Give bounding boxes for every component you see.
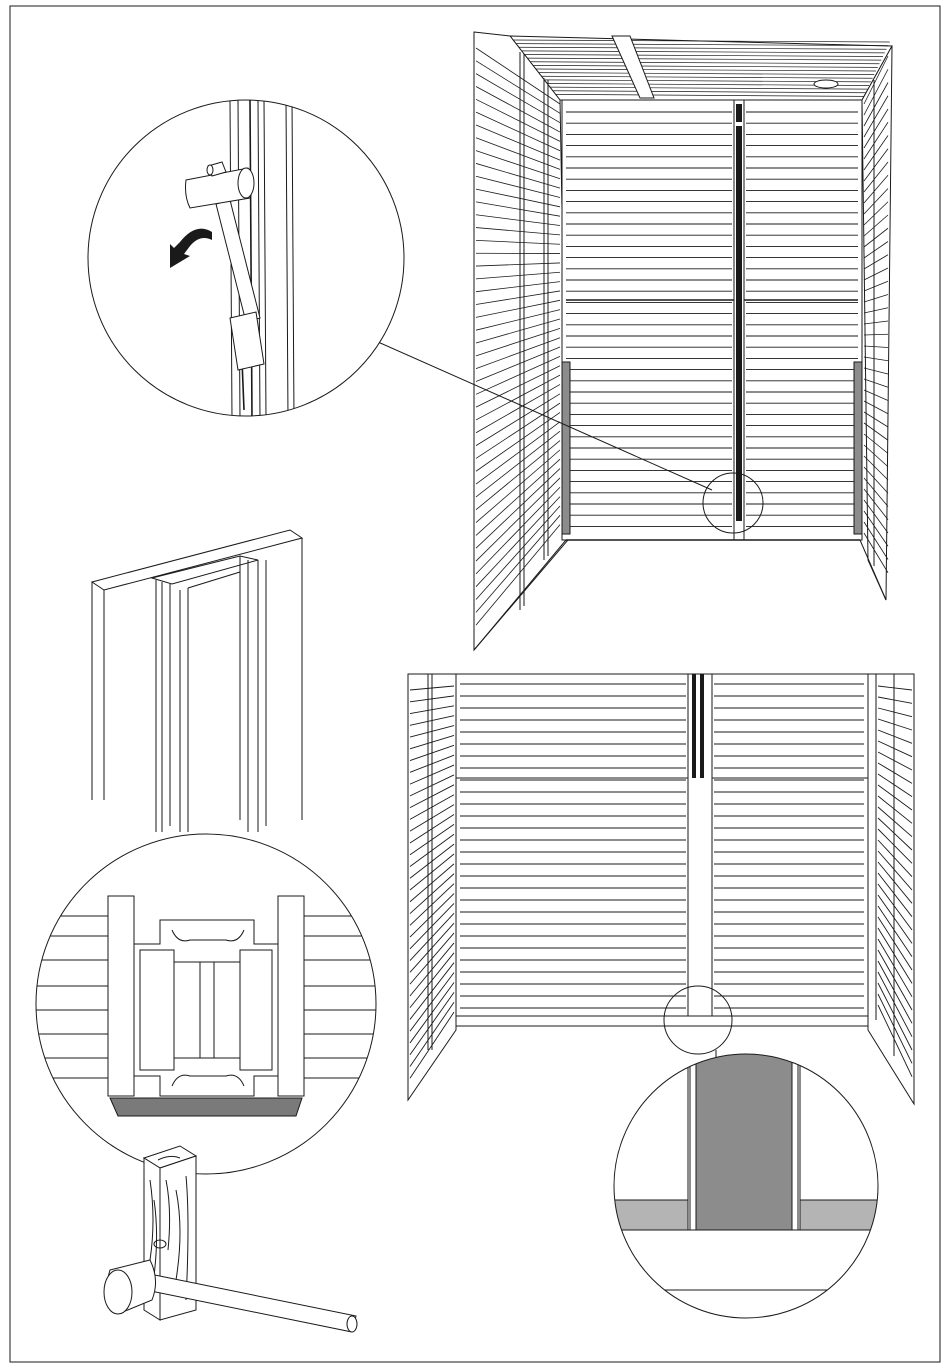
profile-meets-floor-rail (600, 1050, 900, 1318)
floor-block (110, 1098, 302, 1116)
rubber-mallet-icon (104, 1260, 357, 1332)
corner-strip-right (854, 362, 862, 534)
right-wall (862, 46, 892, 600)
rear-wall-front-view (408, 674, 914, 1104)
tapping-wood-block-with-mallet (104, 1146, 357, 1332)
corner-strip-left (562, 362, 570, 534)
profile-corner-view (92, 530, 302, 832)
shed-interior-overview (474, 32, 892, 650)
profile-cross-section (30, 834, 380, 1174)
center-profile (696, 1050, 792, 1230)
profile-channel (736, 126, 742, 521)
back-wall (456, 674, 868, 1018)
back-wall (562, 100, 862, 540)
floor-rail (456, 1016, 868, 1026)
roof-vent (814, 80, 838, 88)
profile-top-cap (92, 530, 302, 590)
zoom-detail-mallet (88, 100, 404, 420)
